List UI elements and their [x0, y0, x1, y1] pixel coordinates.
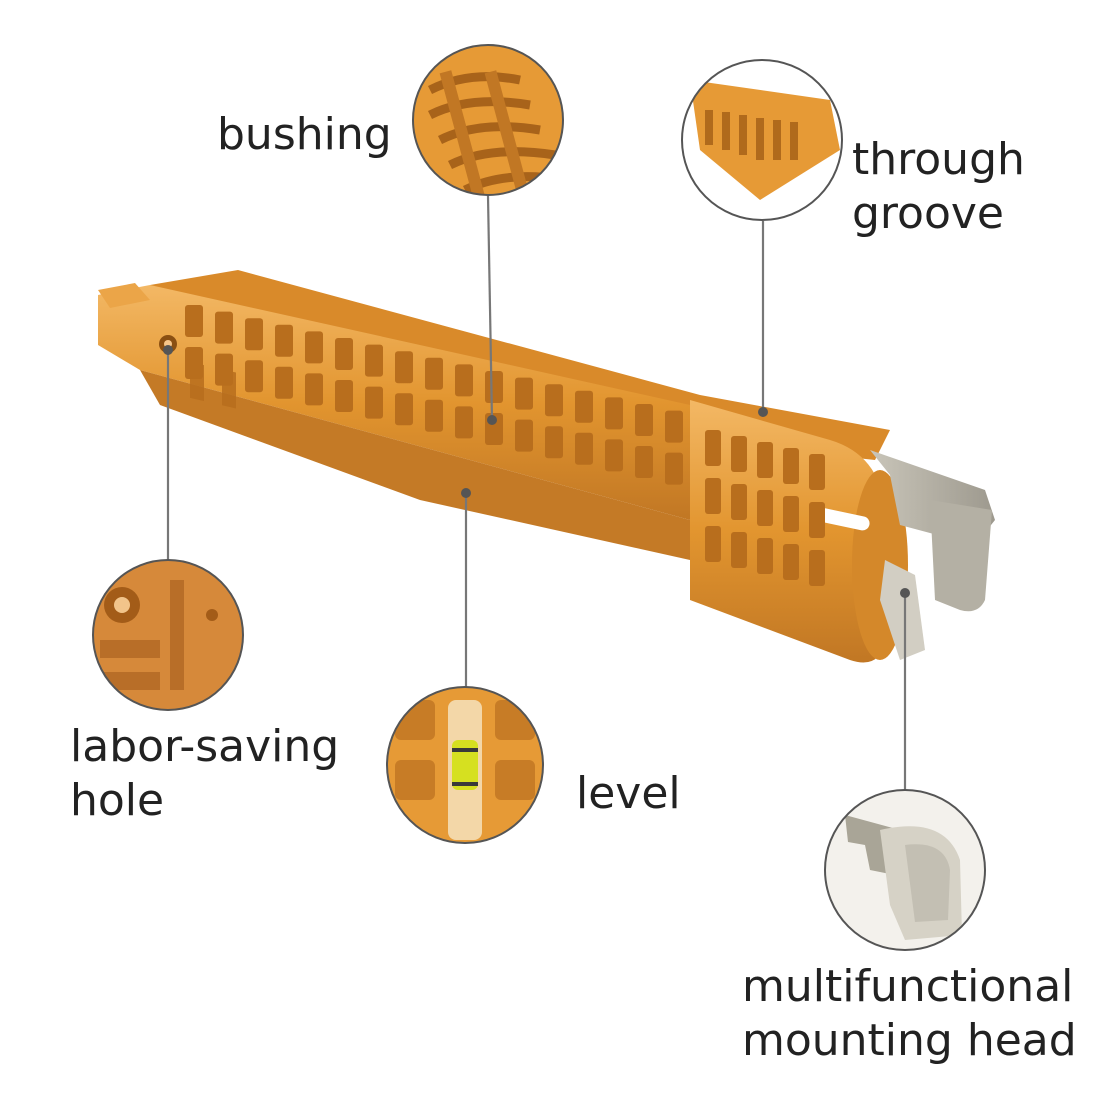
groove-detail-icon	[681, 59, 843, 221]
rib-cell	[809, 454, 825, 490]
rib-cell	[455, 364, 473, 397]
rib-cell	[275, 366, 293, 399]
rib-cell	[395, 393, 413, 426]
rib-cell	[185, 305, 203, 337]
rib-cell	[425, 399, 443, 432]
rib-cell	[731, 436, 747, 472]
rib-cell	[705, 526, 721, 562]
label-through-groove-line1: through	[852, 134, 1025, 185]
rib-cell	[215, 311, 233, 344]
level-detail-icon	[386, 686, 544, 844]
label-level: level	[576, 767, 681, 821]
rib-cell	[245, 318, 263, 351]
label-through-groove: through groove	[852, 133, 1025, 241]
hole-detail-icon	[92, 559, 244, 711]
rib-cell	[665, 410, 683, 443]
label-labor-saving-hole-line2: hole	[70, 775, 165, 826]
rib-cell	[783, 448, 799, 484]
bushing-detail-icon	[412, 44, 564, 196]
label-mounting-head-line1: multifunctional	[742, 961, 1074, 1012]
mounting-head-detail-icon	[824, 789, 986, 951]
label-bushing-text: bushing	[217, 109, 392, 160]
rib-cell	[731, 484, 747, 520]
rib-cell	[731, 532, 747, 568]
label-labor-saving-hole: labor-saving hole	[70, 720, 339, 828]
rib-cell	[783, 496, 799, 532]
rib-cell	[245, 360, 263, 393]
rib-cell	[545, 426, 563, 459]
wrench-tool	[98, 270, 995, 663]
rib-cell	[515, 419, 533, 452]
rib-cell	[635, 404, 653, 436]
rib-cell	[757, 538, 773, 574]
rib-cell	[305, 331, 323, 364]
rib-cell	[215, 353, 233, 386]
rib-cell	[809, 550, 825, 586]
label-level-text: level	[576, 768, 681, 819]
rib-cell	[485, 371, 503, 403]
rib-cell	[275, 324, 293, 357]
label-mounting-head: multifunctional mounting head	[742, 960, 1077, 1068]
rib-cells	[185, 305, 825, 586]
label-labor-saving-hole-line1: labor-saving	[70, 721, 340, 772]
rib-cell	[395, 351, 413, 384]
rib-cell	[705, 478, 721, 514]
rib-cell	[335, 338, 353, 370]
rib-cell	[515, 377, 533, 410]
rib-cell	[305, 373, 323, 406]
rib-cell	[575, 390, 593, 423]
rib-cell	[335, 380, 353, 412]
rib-cell	[705, 430, 721, 466]
rib-cell	[365, 344, 383, 377]
rib-cell	[455, 406, 473, 439]
rib-cell	[605, 439, 623, 472]
leader-bushing	[486, 195, 494, 421]
label-bushing: bushing	[217, 108, 392, 162]
label-through-groove-line2: groove	[852, 188, 1005, 239]
rib-cell	[757, 490, 773, 526]
rib-cell	[185, 347, 203, 379]
rib-cell	[545, 384, 563, 417]
leader-lines	[166, 195, 907, 790]
rib-cell	[665, 452, 683, 485]
rib-cell	[575, 432, 593, 465]
leader-dots	[163, 345, 910, 598]
label-mounting-head-line2: mounting head	[742, 1015, 1077, 1066]
rib-cell	[809, 502, 825, 538]
rib-cell	[635, 446, 653, 478]
rib-cell	[365, 386, 383, 419]
rib-cell	[605, 397, 623, 430]
rib-cell	[425, 357, 443, 390]
metal-head	[870, 450, 995, 660]
rib-cell	[783, 544, 799, 580]
rib-cell	[757, 442, 773, 478]
